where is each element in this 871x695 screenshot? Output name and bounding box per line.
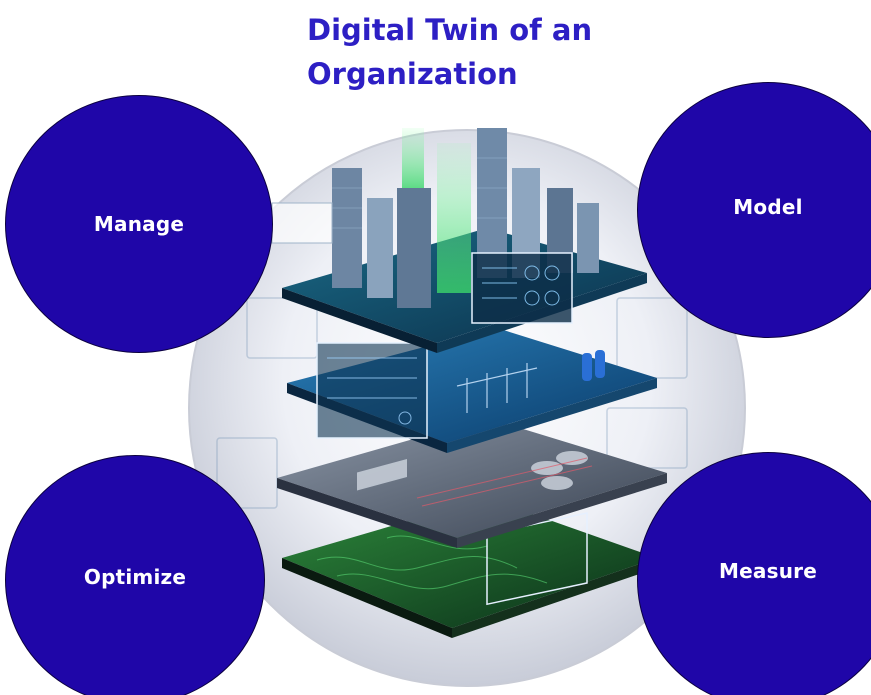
model-node: Model (637, 82, 871, 338)
measure-node: Measure (637, 452, 871, 695)
model-label: Model (733, 195, 803, 219)
diagram-title: Digital Twin of an Organization (307, 8, 687, 96)
title-line-1: Digital Twin of an (307, 13, 593, 47)
manage-node: Manage (5, 95, 273, 353)
manage-label: Manage (93, 212, 185, 236)
optimize-label: Optimize (83, 565, 187, 589)
digital-twin-illustration (188, 128, 746, 687)
optimize-node: Optimize (5, 455, 265, 695)
title-line-2: Organization (307, 57, 518, 91)
measure-label: Measure (719, 559, 817, 583)
